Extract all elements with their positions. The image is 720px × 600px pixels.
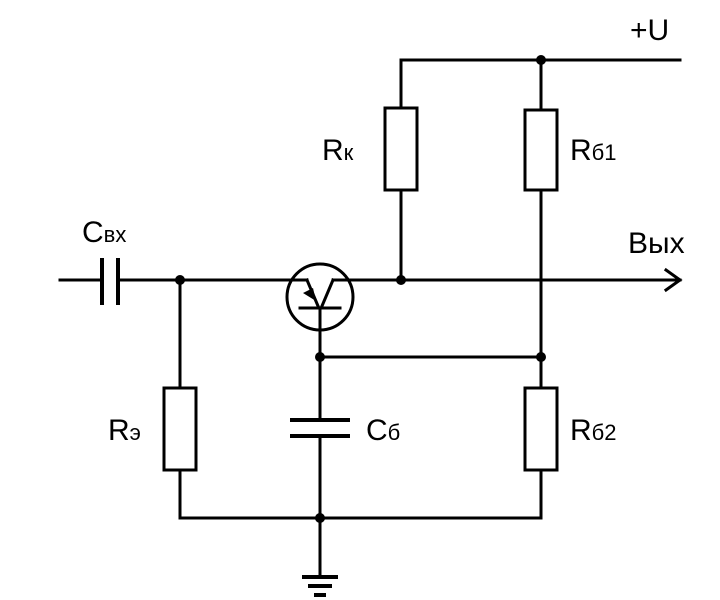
transistor	[285, 262, 355, 332]
emitter-resistor-label: Rэ	[108, 414, 141, 447]
emitter-resistor	[162, 386, 198, 472]
divider-node	[536, 352, 546, 362]
base-resistor-bottom	[523, 386, 559, 472]
collector-node	[396, 275, 406, 285]
supply-label: +U	[630, 14, 669, 47]
input-capacitor	[58, 258, 290, 305]
base-resistor-top	[523, 108, 559, 192]
base-resistor-top-label: Rб1	[570, 134, 617, 167]
ground-icon	[302, 575, 338, 597]
base-capacitor	[290, 418, 350, 579]
output-label: Вых	[628, 227, 685, 260]
collector-resistor	[383, 106, 419, 192]
supply-rail	[399, 55, 682, 112]
collector-resistor-label: Rк	[322, 134, 354, 167]
input-capacitor-label: Cвх	[82, 216, 126, 249]
ground-node	[315, 513, 325, 523]
base-resistor-bottom-label: Rб2	[570, 414, 617, 447]
base-capacitor-label: Cб	[366, 414, 400, 447]
